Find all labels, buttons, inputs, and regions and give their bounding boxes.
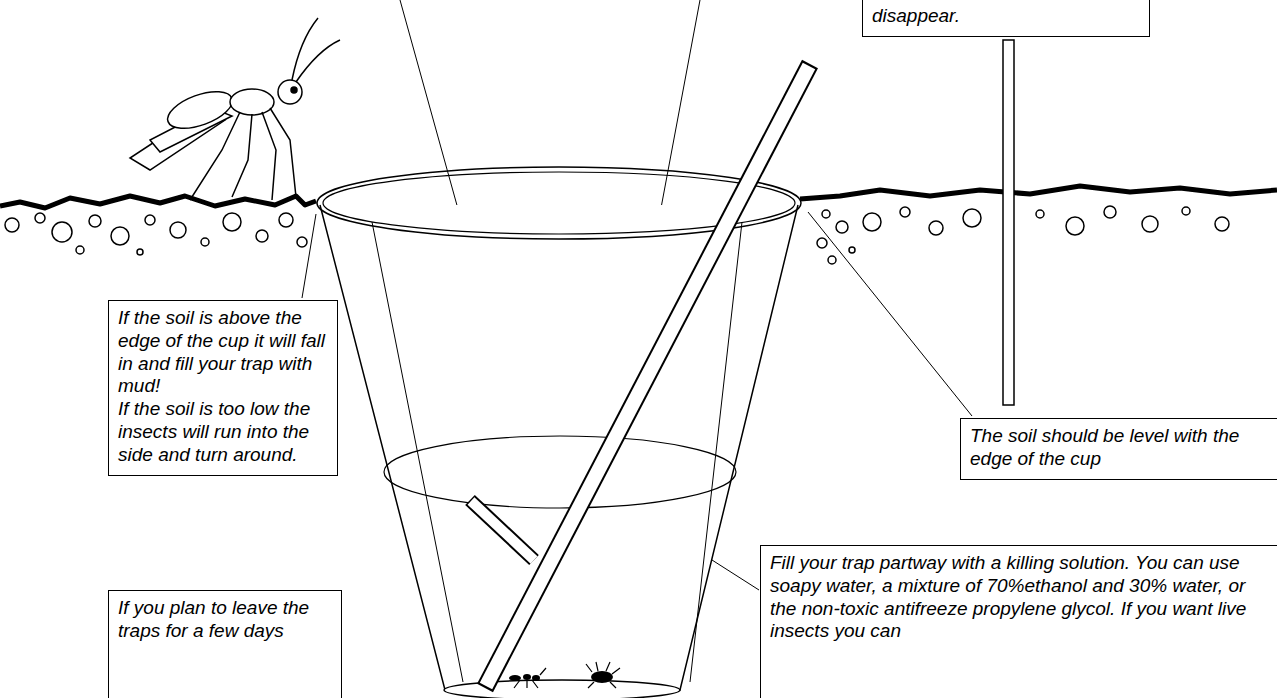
soil-bubble (52, 222, 72, 242)
callout-text: If the soil is too low the insects will … (118, 398, 328, 466)
callout-box: disappear. (862, 0, 1150, 37)
soil-bubble (1142, 216, 1158, 232)
soil-bubble (170, 222, 186, 238)
wasp-abdomen (163, 84, 237, 135)
marker-stake (1003, 40, 1014, 405)
cup-highlight (372, 222, 463, 682)
beetle-legs (586, 662, 620, 688)
cup-body (320, 205, 798, 690)
soil-bubble (1066, 217, 1084, 235)
soil-bubble (929, 221, 943, 235)
soil-bubble (863, 213, 881, 231)
soil-bubble (111, 227, 129, 245)
ant (532, 675, 540, 681)
soil-bubble (1182, 207, 1190, 215)
soil-bubble (145, 215, 155, 225)
wasp-thorax (230, 89, 274, 115)
callout-text: disappear. (872, 5, 1140, 28)
callout-box: The soil should be level with the edge o… (960, 418, 1277, 480)
insects-in-trap (509, 662, 620, 688)
stick-outline (470, 500, 534, 560)
soil-bubble (297, 237, 307, 247)
leader-line (808, 212, 972, 416)
ground-surface (0, 196, 316, 208)
soil-bubble (279, 213, 293, 227)
soil-bubble (89, 215, 101, 227)
callout-text: Fill your trap partway with a killing so… (770, 552, 1268, 643)
soil-bubble (223, 213, 241, 231)
soil-bubble (963, 209, 981, 227)
soil-bubble (822, 210, 830, 218)
soil-bubble (35, 213, 45, 223)
soil-bubble (1104, 206, 1116, 218)
callout-box: If the soil is above the edge of the cup… (108, 300, 338, 476)
callout-box: Fill your trap partway with a killing so… (760, 545, 1277, 698)
wasp-head (278, 80, 302, 104)
soil-bubble (836, 221, 848, 233)
wasp-eye (291, 87, 297, 93)
soil-bubble (900, 207, 910, 217)
soil-bubble (137, 249, 143, 255)
soil-bubble (76, 246, 84, 254)
soil-bubble (817, 238, 827, 248)
callout-text: If the soil is above the edge of the cup… (118, 307, 328, 398)
soil-bubble (201, 238, 209, 246)
callout-text: If you plan to leave the traps for a few… (118, 597, 332, 643)
ant-legs (514, 668, 546, 688)
leader-line (302, 214, 316, 298)
leader-line (655, 0, 700, 240)
callout-box: If you plan to leave the traps for a few… (108, 590, 342, 698)
stick-fill (471, 501, 534, 560)
wasp (130, 18, 340, 200)
soil-bubble (1036, 210, 1044, 218)
ant (523, 674, 531, 680)
killing-solution-surface (384, 436, 736, 508)
beetle (591, 671, 613, 683)
wasp-antenna (292, 18, 340, 82)
wasp-legs (190, 108, 296, 200)
soil-bubble (5, 218, 19, 232)
soil-bubble (256, 230, 268, 242)
leader-line (712, 560, 759, 590)
stick (470, 64, 810, 688)
soil-bubble (849, 247, 855, 253)
ground-surface (800, 186, 1277, 199)
soil-bubble (828, 256, 836, 264)
soil-bubble (1215, 217, 1229, 231)
callout-text: The soil should be level with the edge o… (970, 425, 1268, 471)
